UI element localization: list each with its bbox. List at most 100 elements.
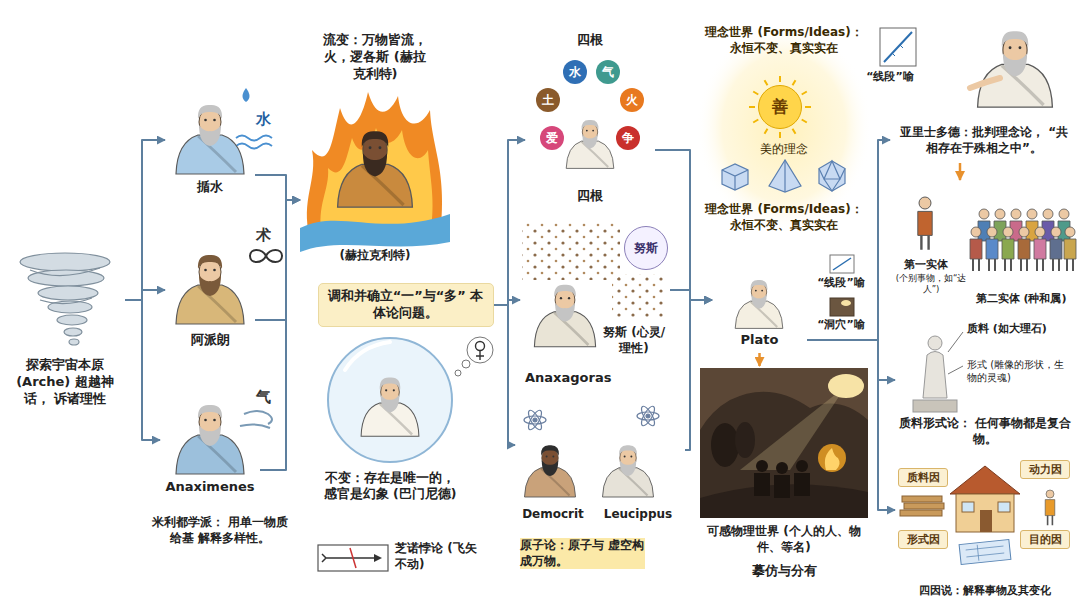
house-illustration [950,466,1020,494]
people-icons [1002,227,1014,271]
node-text: 可感物理世界 (个人的人、物件、等名) [698,524,870,555]
four-causes-card: 四因说：解释事物及其变化质料因动力因形式因目的因 [895,456,1075,602]
philosopher-card: Anaximenes [160,385,260,510]
node-text: 努斯 (心灵/理性) [598,325,670,356]
air-icon [240,411,272,428]
small-analogy-icons [830,298,854,316]
house-illustration [959,539,1011,564]
leucippus-figure [603,445,654,497]
text-slot: 质料 (如大理石) [967,322,1057,336]
text-slot: “线段”喻 [860,70,920,84]
arrow-paradox-icon [318,545,388,571]
thought-icon [455,337,493,376]
node-text: 理念世界 (Forms/Ideas)： 永恒不变、真实实在 [698,202,870,233]
flow-arrow [125,300,160,440]
flow-arrow [494,140,525,305]
node-text: 揗水 [165,179,255,196]
cave-illustration [735,422,755,458]
node-text: 摹仿与分有 [698,563,870,579]
atom-icon [524,416,546,424]
line-analogy-icon [880,28,916,66]
text-slot: 四因说：解释事物及其变化 [895,584,1075,598]
node-label: 善 [772,99,788,115]
house-illustration [962,502,974,512]
flow-arrow [670,290,712,300]
flow-arrow [807,140,890,340]
bubble-card: 不变：存在是唯一的， 感官是幻象 (巴门尼德) [315,335,465,517]
node-text: 质料 (如大理石) [967,322,1057,336]
atom-icon [639,404,657,427]
nous-particles [522,222,620,280]
atom-icon [646,414,650,418]
node-text: Anaximenes [160,479,260,496]
atom-icon [639,404,657,427]
annotation-label: 气 [256,388,278,408]
cave-illustration [754,460,810,498]
water-icon [243,88,250,102]
node-text: Anaxagoras [525,370,635,387]
node-label: 争 [622,132,634,144]
tornado-icon [38,286,98,300]
people-icons [986,227,998,271]
cave-card: 可感物理世界 (个人的人、物件、等名) 摹仿与分有 [698,366,870,584]
text-slot: 努斯 (心灵/理性) [598,325,670,356]
node-label: 火 [626,94,638,106]
cause-tag: 目的因 [1020,530,1070,549]
anaximenes-figure [176,405,244,474]
forms-glow [696,23,872,233]
nous-particles [612,274,666,318]
people-icons [1018,227,1030,271]
small-analogy-icons [841,300,851,306]
cave-illustration [740,386,846,470]
line-analogy-icon [892,45,903,56]
text-slot: 术 [256,226,278,246]
tornado-icon [69,339,79,345]
forms-glow [696,23,872,233]
forms-region: 理念世界 (Forms/Ideas)： 永恒不变、真实实在美的理念理念世界 (F… [698,25,870,237]
node-text: 第一实体 [895,258,957,272]
people-icons [1050,227,1062,271]
thales-figure [176,105,244,174]
flow-arrow [758,353,761,366]
node-text: 调和并确立“一”与“多” 本体论问题。 [324,288,487,322]
text-slot: 揗水 [165,179,255,196]
house-illustration [980,510,992,532]
text-slot: (个别事物，如“达人”) [895,273,967,295]
text-slot: 质料形式论： 任何事物都是复合物。 [898,416,1072,447]
philosopher-card: Plato [712,255,807,353]
node-text: 阿派朗 [165,332,255,349]
flow-arrow [655,150,712,300]
arrow-paradox-icon [374,554,382,562]
water-icon [236,136,272,149]
cave-illustration [796,460,808,472]
node-text: 流变：万物皆流， 火，逻各斯 (赫拉克利特) [320,32,430,83]
thought-icon [467,337,493,363]
forms-glow [749,76,811,138]
atom-icon [524,408,546,431]
polyhedra-icons [722,164,748,190]
text-slot: 水 [256,110,278,130]
polyhedra-icons [819,161,845,191]
text-slot: 亚里士多德：批判理念论， “共相存在于殊相之中”。 [898,125,1070,156]
cause-tag: 形式因 [898,530,948,549]
annotation-label: “线段”喻 [860,70,920,84]
flow-arrow [494,305,515,445]
tornado-icon [57,315,87,325]
parmenides-bubble [328,338,452,462]
text-slot: 美的理念 [738,142,830,158]
element-circle: 爱 [540,126,564,150]
people-icons [970,227,982,271]
node-text: 形式 (雕像的形状，生物的灵魂) [967,358,1072,384]
text-slot: Anaxagoras [525,370,635,387]
house-illustration [998,502,1010,512]
text-slot: 调和并确立“一”与“多” 本体论问题。 [324,288,487,322]
summary-box: 调和并确立“一”与“多” 本体论问题。 [318,283,494,327]
text-slot: 可感物理世界 (个人的人、物件、等名) [698,524,870,555]
line-analogy-icon [880,28,916,66]
people-icons [918,197,932,250]
statue-illustration [913,400,957,412]
statue-illustration [913,332,963,412]
house-illustration [965,542,1004,562]
thought-icon [476,351,484,360]
cause-tag: 动力因 [1020,460,1070,479]
